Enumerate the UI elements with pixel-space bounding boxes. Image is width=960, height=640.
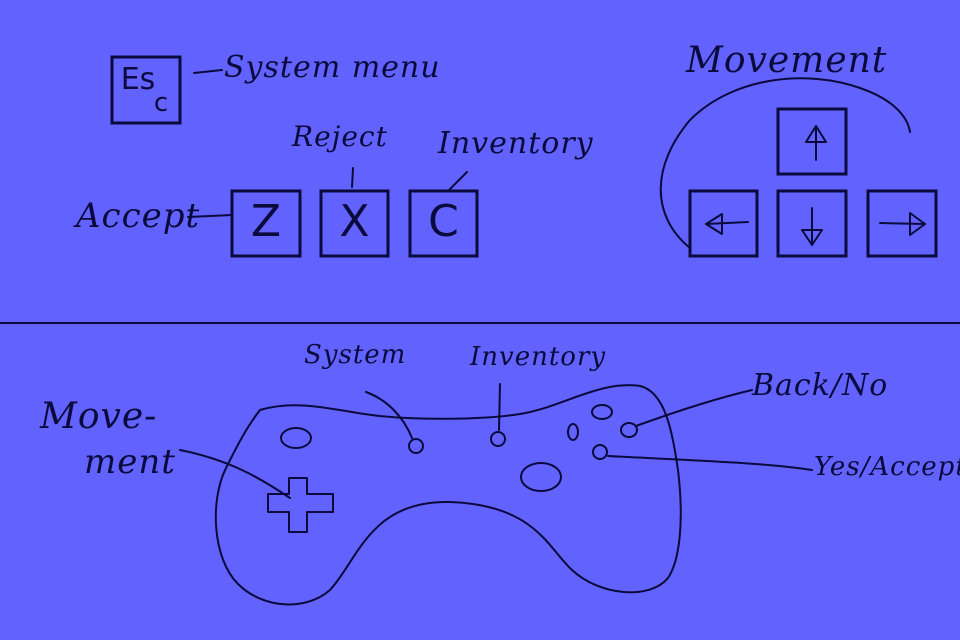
movement-label: Movement	[686, 40, 888, 81]
right-arrow-icon	[879, 212, 926, 236]
right-stick	[520, 462, 562, 492]
gamepad-yes-label: Yes/Accept	[814, 452, 960, 482]
down-arrow-key	[776, 189, 848, 258]
face-button-top	[591, 404, 613, 420]
z-key	[230, 189, 302, 258]
gamepad-movement-label-line2: ment	[84, 442, 176, 482]
movement-leader	[179, 449, 291, 499]
inventory-button	[490, 431, 506, 447]
gp-inventory-leader	[498, 383, 501, 431]
reject-leader	[351, 167, 354, 188]
esc-key-label-bottom: c	[153, 88, 169, 118]
esc-key-label-top: Es	[120, 62, 156, 97]
left-arrow-key	[688, 189, 759, 258]
down-arrow-icon	[801, 207, 823, 246]
face-button-back	[620, 422, 638, 438]
c-key-label: C	[428, 196, 459, 247]
up-arrow-key	[776, 107, 848, 176]
accept-leader	[187, 214, 233, 218]
back-leader	[635, 389, 753, 427]
inventory-leader	[447, 171, 468, 192]
dpad-icon	[267, 477, 334, 533]
esc-key	[110, 55, 182, 125]
right-arrow-key	[866, 189, 938, 258]
accept-label: Accept	[76, 196, 201, 236]
face-button-left	[567, 423, 579, 441]
system-leader	[365, 391, 413, 439]
movement-bracket	[659, 77, 911, 249]
face-button-yes	[592, 444, 608, 460]
left-arrow-icon	[705, 213, 749, 235]
inventory-label: Inventory	[438, 126, 594, 161]
x-key-label: X	[339, 196, 370, 247]
x-key	[319, 189, 390, 258]
up-arrow-icon	[805, 125, 827, 161]
left-stick	[280, 427, 312, 449]
system-menu-leader	[193, 69, 223, 74]
gamepad-system-label: System	[304, 340, 407, 370]
reject-label: Reject	[292, 120, 388, 153]
gamepad-movement-label-line1: Move-	[40, 396, 158, 437]
c-key	[408, 189, 479, 258]
gamepad-inventory-label: Inventory	[470, 342, 607, 372]
yes-leader	[607, 455, 813, 471]
system-button	[408, 438, 424, 454]
system-menu-label: System menu	[224, 50, 441, 85]
z-key-label: Z	[250, 196, 282, 247]
gamepad-back-label: Back/No	[752, 368, 889, 403]
